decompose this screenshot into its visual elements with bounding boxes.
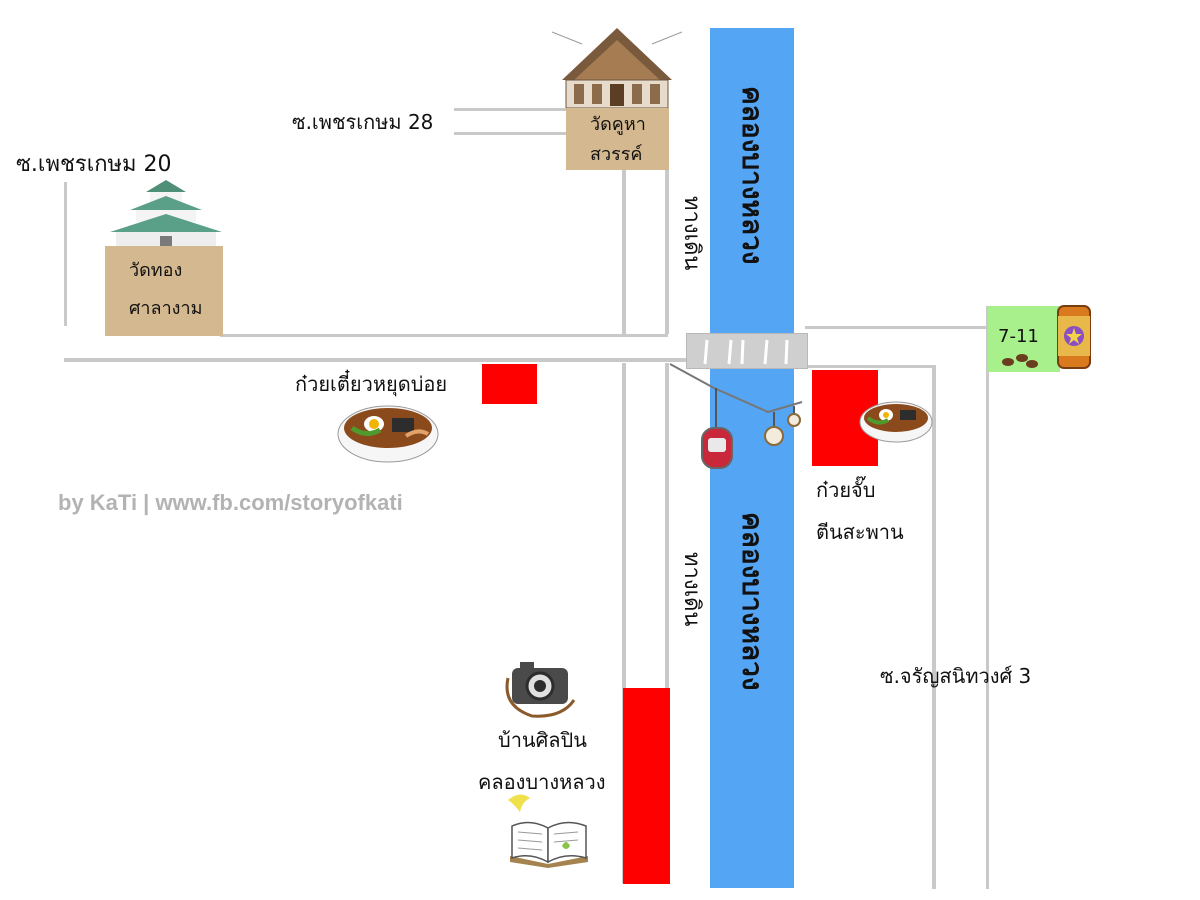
bird-icon xyxy=(508,794,530,812)
soi-petchkasem-28-label: ซ.เพชรเกษม 28 xyxy=(292,110,434,134)
wat-thong-temple-icon xyxy=(110,180,222,248)
road-lower-walkway-vertical xyxy=(665,363,669,883)
noodle-hyud-boi-marker xyxy=(482,364,537,404)
soi-petchkasem-20-label: ซ.เพชรเกษม 20 xyxy=(16,152,172,177)
wat-khuha-label-line1: วัดคูหา xyxy=(590,114,646,135)
cable-car-icon xyxy=(669,363,803,469)
wat-thong-label-line2: ศาลางาม xyxy=(129,298,203,319)
road-petchkasem-20-vertical xyxy=(64,182,67,326)
coffee-can-icon xyxy=(1057,305,1091,369)
noodle-bowl-icon-right xyxy=(859,401,933,443)
seven-eleven-label: 7-11 xyxy=(998,326,1039,347)
road-petchkasem-28-top xyxy=(454,108,566,111)
wat-khuha-sawan-box: วัดคูหา สวรรค์ xyxy=(566,108,669,170)
camera-icon xyxy=(505,662,576,718)
artist-house-label-line2: คลองบางหลวง xyxy=(478,770,606,794)
soi-charansanitwong-3-label: ซ.จรัญสนิทวงศ์ 3 xyxy=(880,664,1032,688)
road-wat-khuha-vertical xyxy=(622,170,626,334)
seven-eleven-box: 7-11 xyxy=(988,306,1060,372)
canal-name-bottom: คลองบางหลวง xyxy=(736,512,769,691)
canal-upper xyxy=(710,28,794,334)
guay-jub-label-line1: ก๋วยจั๊บ xyxy=(816,478,876,502)
wat-khuha-label-line2: สวรรค์ xyxy=(590,144,643,165)
canal-name-top: คลองบางหลวง xyxy=(736,86,769,265)
credit-text: by KaTi | www.fb.com/storyofkati xyxy=(58,490,403,515)
guay-jub-label-line2: ตีนสะพาน xyxy=(816,520,904,544)
road-charansanitwong-vertical xyxy=(932,365,936,889)
walkway-label-top: ทางเดิน xyxy=(679,196,704,271)
road-east-horizontal-top xyxy=(805,326,990,329)
road-petchkasem-28-bottom xyxy=(454,132,566,135)
wat-thong-label-line1: วัดทอง xyxy=(129,260,183,281)
coffee-beans-icon xyxy=(1002,354,1038,368)
bridge xyxy=(686,333,808,369)
road-wat-thong-horizontal xyxy=(220,334,668,337)
road-walkway-upper-vertical xyxy=(665,170,669,334)
noodle-bowl-icon-left xyxy=(337,405,439,463)
noodle-hyud-boi-label: ก๋วยเตี๋ยวหยุดบ่อย xyxy=(295,372,448,396)
wat-thong-sala-ngam-box: วัดทอง ศาลางาม xyxy=(105,246,223,336)
wat-khuha-temple-icon xyxy=(552,28,682,108)
book-icon xyxy=(510,821,588,868)
bridge-planks xyxy=(703,339,789,365)
walkway-label-bottom: ทางเดิน xyxy=(679,552,704,627)
artist-house-marker xyxy=(623,688,670,884)
artist-house-label-line1: บ้านศิลปิน xyxy=(498,728,587,752)
road-seven-eleven-vertical xyxy=(986,306,989,889)
road-lower-left-vertical xyxy=(622,363,626,883)
road-east-horizontal-bottom xyxy=(805,365,935,368)
road-main-horizontal-left xyxy=(64,358,690,362)
